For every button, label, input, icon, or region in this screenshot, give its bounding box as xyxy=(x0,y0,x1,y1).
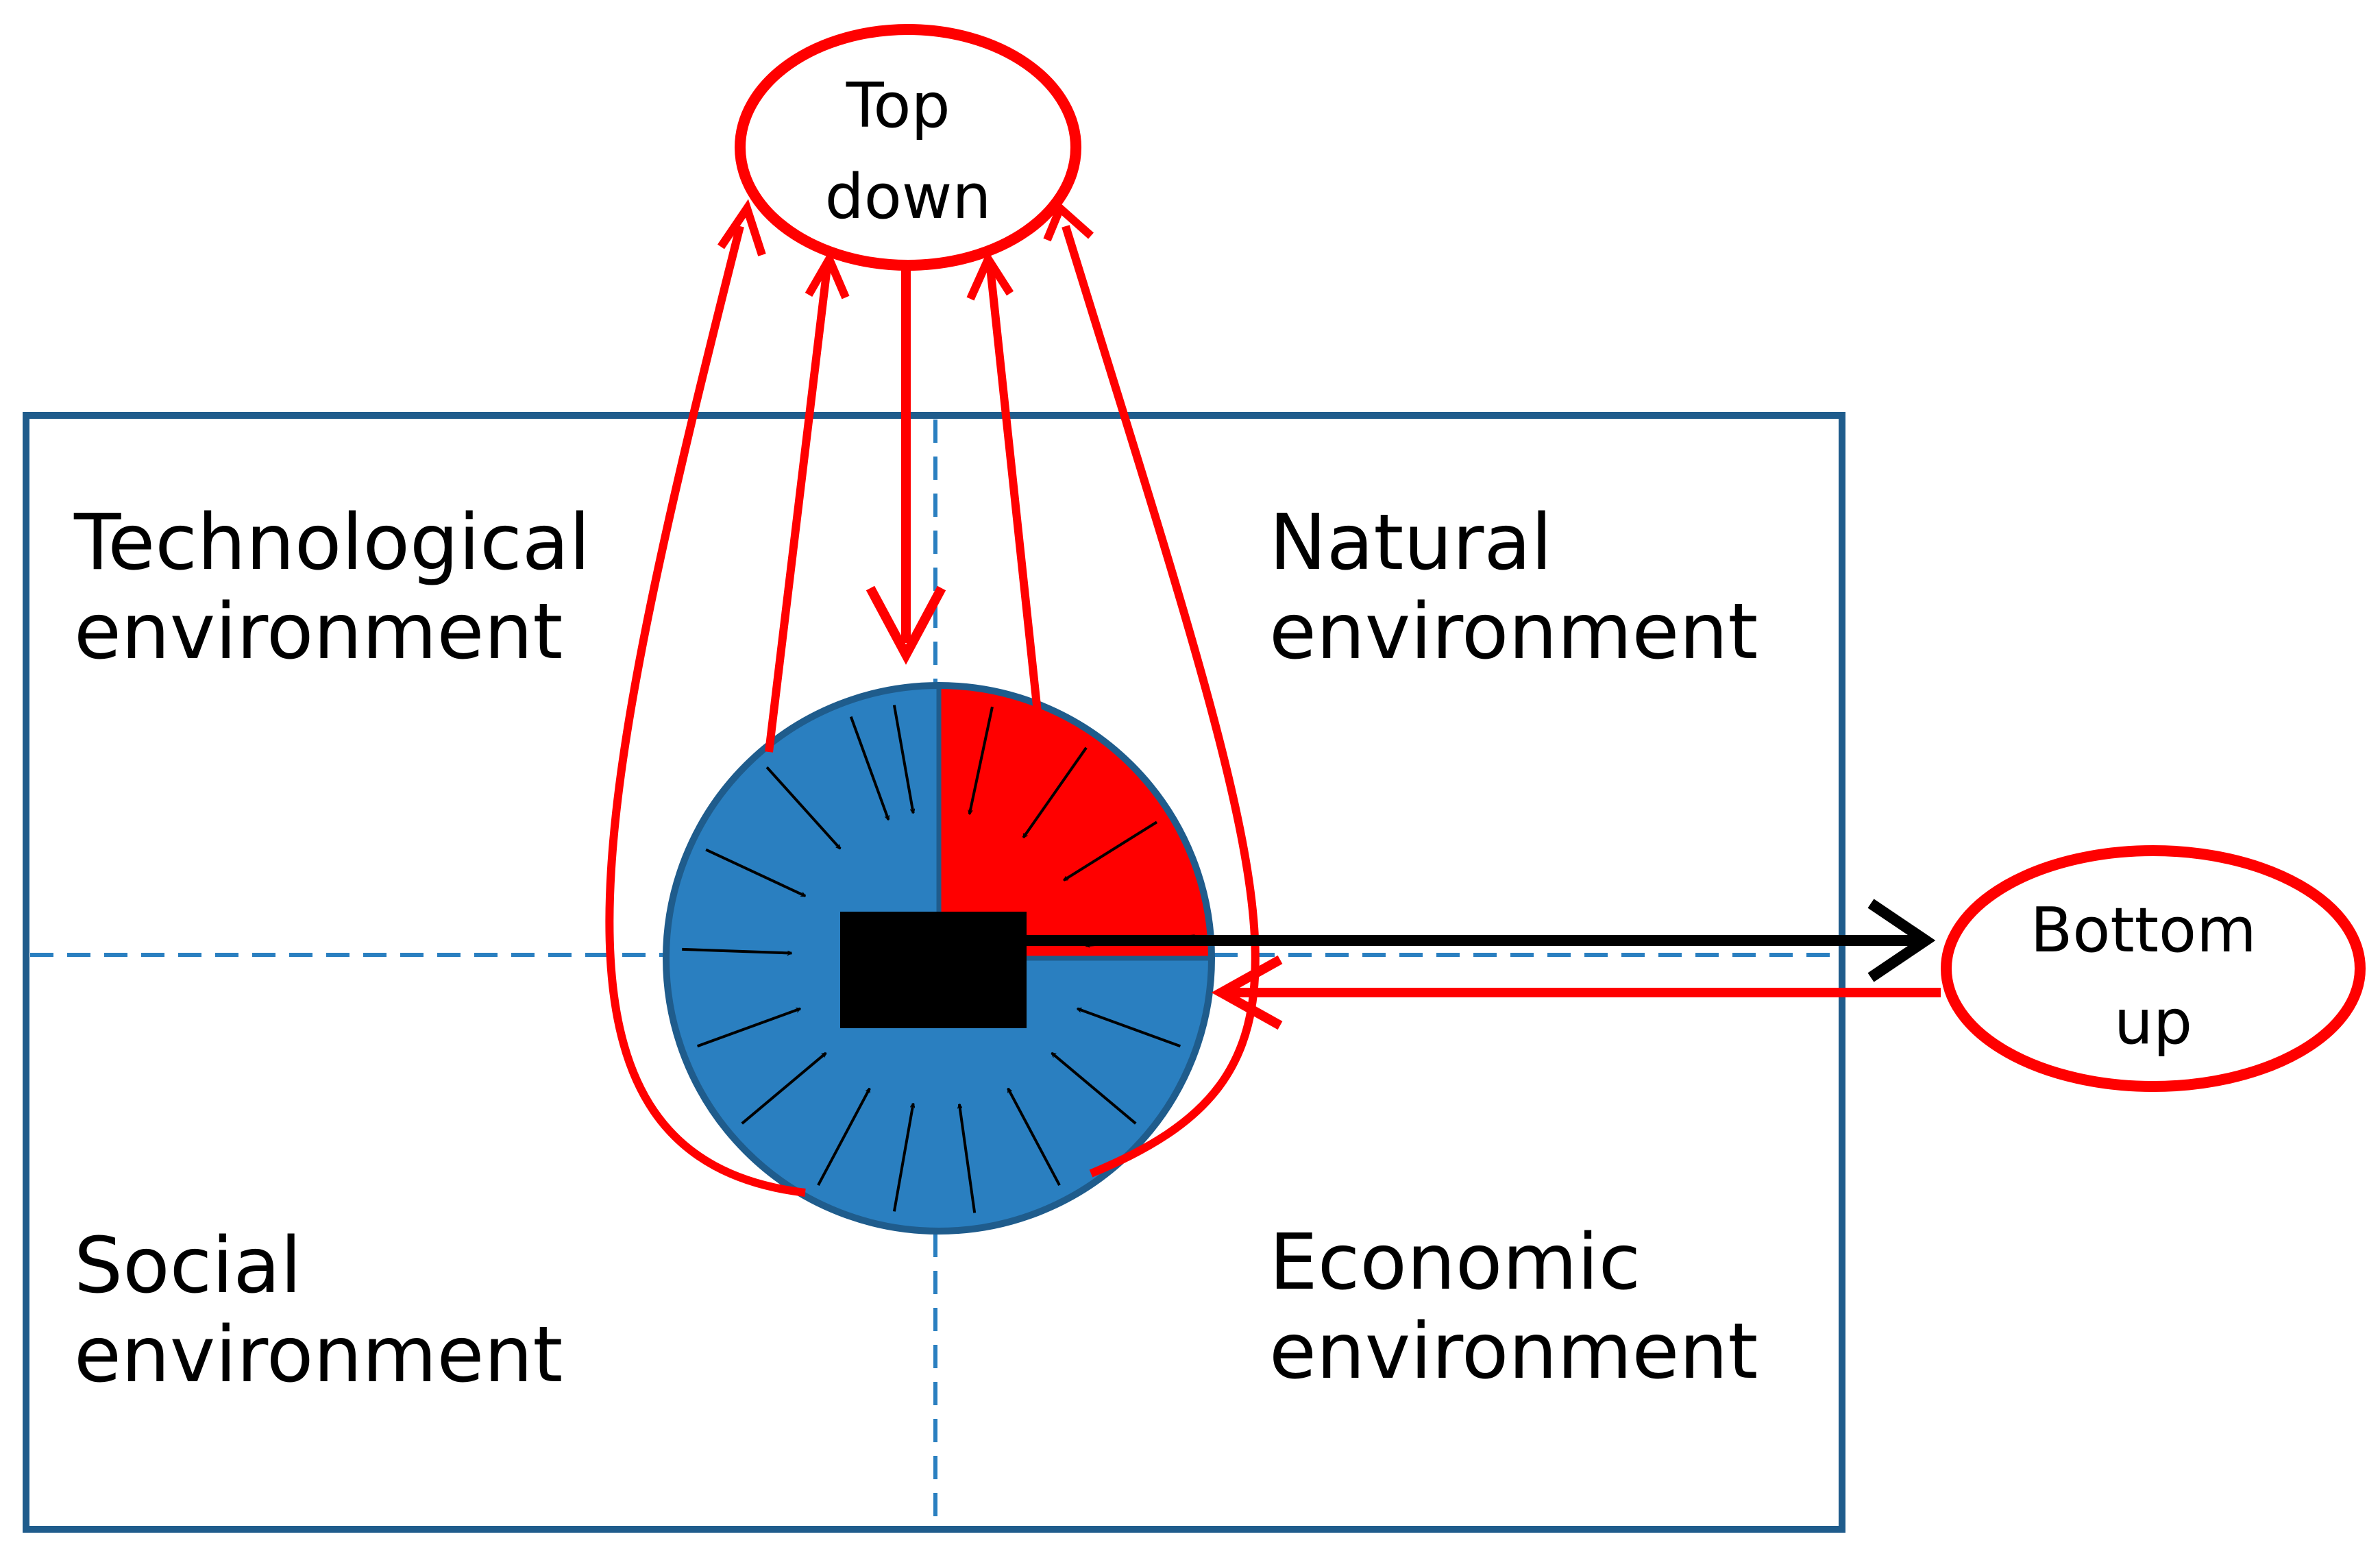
inward-arrow xyxy=(1007,1089,1061,1187)
inward-arrow xyxy=(682,947,792,953)
inward-arrow xyxy=(765,766,842,849)
output-arrowhead xyxy=(1867,899,1936,982)
social-environment-label: Social environment xyxy=(74,1221,563,1400)
inward-arrow xyxy=(1022,746,1088,838)
inward-arrow xyxy=(1052,1051,1137,1125)
arrowhead-outer-right xyxy=(1043,201,1094,242)
bottom-up-label: Bottom up xyxy=(2031,895,2277,1058)
top-down-node: Top down xyxy=(735,24,1081,271)
disc-red-quadrant xyxy=(939,685,1212,958)
inward-arrow xyxy=(741,1051,826,1125)
top-down-label: Top down xyxy=(825,70,992,233)
inward-arrow xyxy=(892,1104,913,1212)
environment-frame xyxy=(23,412,1845,1533)
inward-arrow xyxy=(817,1089,871,1187)
inward-arrow xyxy=(959,1104,977,1213)
technological-environment-label: Technological environment xyxy=(73,498,615,677)
inward-arrow xyxy=(1077,1007,1181,1048)
inward-arrow xyxy=(892,705,913,814)
central-disc xyxy=(663,682,1215,1235)
inward-arrow xyxy=(1064,820,1158,882)
inward-arrow xyxy=(970,706,994,814)
top-down-arrowhead xyxy=(866,585,946,665)
inward-arrow xyxy=(696,1007,800,1048)
arrowhead-inner-right xyxy=(966,250,1014,301)
loop-outer-left xyxy=(605,225,806,1197)
loop-inner-right xyxy=(986,267,1042,719)
economic-environment-label: Economic environment xyxy=(1269,1218,1758,1396)
arrowhead-inner-left xyxy=(805,250,850,300)
loop-inner-left xyxy=(765,267,831,753)
inward-arrow xyxy=(849,716,890,820)
inward-arrow xyxy=(705,848,805,897)
central-box xyxy=(840,912,1027,1028)
arrowhead-outer-left xyxy=(717,199,766,256)
natural-environment-label: Natural environment xyxy=(1269,498,1758,677)
top-down-oval xyxy=(735,24,1081,271)
bottom-up-node: Bottom up xyxy=(1941,845,2366,1092)
bottom-up-arrowhead xyxy=(1211,955,1283,1030)
bottom-up-oval xyxy=(1941,845,2366,1092)
loop-outer-right xyxy=(1062,225,1260,1178)
